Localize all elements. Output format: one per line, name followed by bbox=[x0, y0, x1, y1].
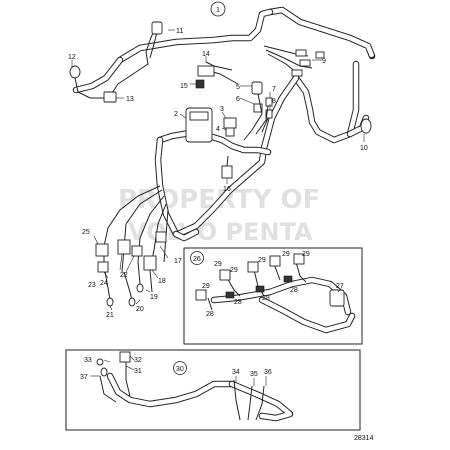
callout-20: 20 bbox=[136, 306, 144, 313]
connector-3 bbox=[223, 117, 237, 129]
connector-9d bbox=[315, 51, 325, 59]
callout-27: 27 bbox=[336, 283, 344, 290]
sensor-29-c bbox=[269, 255, 281, 267]
callout-6: 6 bbox=[236, 96, 240, 103]
connector-9c bbox=[291, 69, 303, 77]
terminal-37 bbox=[100, 367, 108, 377]
connector-11 bbox=[151, 21, 163, 35]
callout-14: 14 bbox=[202, 51, 210, 58]
callout-4: 4 bbox=[216, 126, 220, 133]
callout-8: 8 bbox=[272, 98, 276, 105]
callout-29-a: 29 bbox=[202, 283, 210, 290]
inset-26 bbox=[183, 247, 363, 345]
connector-9a bbox=[295, 49, 307, 57]
callout-37: 37 bbox=[80, 374, 88, 381]
sensor-29-e bbox=[195, 289, 207, 301]
callout-18: 18 bbox=[158, 278, 166, 285]
inset-30-frame bbox=[65, 349, 361, 431]
callout-23: 23 bbox=[88, 282, 96, 289]
connector-9b bbox=[299, 59, 311, 67]
callout-17: 17 bbox=[174, 258, 182, 265]
sensor-7 bbox=[265, 97, 273, 107]
watermark: PROPERTY OF VOLVO PENTA bbox=[118, 185, 320, 246]
callout-29-b: 29 bbox=[214, 261, 222, 268]
callout-29-e: 29 bbox=[282, 251, 290, 258]
callout-29-d: 29 bbox=[258, 257, 266, 264]
connector-28-b bbox=[255, 285, 265, 293]
callout-28-b: 28 bbox=[234, 299, 242, 306]
leader-lines bbox=[71, 29, 365, 386]
callout-9: 9 bbox=[322, 58, 326, 65]
left-lower-cluster bbox=[95, 185, 169, 307]
sensor-8 bbox=[265, 109, 273, 119]
sensor-5 bbox=[251, 81, 263, 95]
callout-10: 10 bbox=[360, 145, 368, 152]
callout-26: 26 bbox=[193, 256, 201, 263]
callout-13: 13 bbox=[126, 96, 134, 103]
connector-32 bbox=[119, 351, 131, 363]
callout-16: 16 bbox=[223, 186, 231, 193]
callout-circle-1 bbox=[210, 1, 226, 17]
connector-10 bbox=[360, 118, 372, 134]
callout-7: 7 bbox=[272, 86, 276, 93]
callout-circle-30 bbox=[173, 361, 187, 375]
connector-28-c bbox=[283, 275, 293, 283]
callout-21: 21 bbox=[106, 312, 114, 319]
terminal-21 bbox=[106, 297, 114, 307]
callout-22: 22 bbox=[120, 272, 128, 279]
control-unit-2-detail bbox=[189, 111, 209, 121]
inset-26-frame bbox=[183, 247, 363, 345]
connector-16 bbox=[221, 165, 233, 179]
callout-31: 31 bbox=[134, 368, 142, 375]
connector-13 bbox=[103, 91, 117, 103]
main-harness bbox=[72, 6, 376, 242]
upper-connectors bbox=[69, 21, 372, 179]
callout-15: 15 bbox=[180, 83, 188, 90]
callout-24: 24 bbox=[100, 280, 108, 287]
callout-12: 12 bbox=[68, 54, 76, 61]
callout-circle-26 bbox=[190, 251, 204, 265]
connector-4 bbox=[225, 127, 235, 137]
terminal-33 bbox=[96, 358, 104, 366]
callout-35: 35 bbox=[250, 371, 258, 378]
callout-3: 3 bbox=[220, 106, 224, 113]
callout-2: 2 bbox=[174, 111, 178, 118]
figure-id: 28314 bbox=[354, 435, 374, 442]
callout-28-c: 28 bbox=[262, 295, 270, 302]
connector-28-a bbox=[225, 291, 235, 299]
sensor-29-d bbox=[293, 253, 305, 265]
callout-32: 32 bbox=[134, 357, 142, 364]
connector-27 bbox=[329, 289, 345, 307]
sensor-25 bbox=[95, 243, 109, 257]
sensor-29-b bbox=[247, 261, 259, 273]
callout-28-d: 28 bbox=[290, 287, 298, 294]
inset-30 bbox=[65, 349, 361, 431]
callout-1: 1 bbox=[216, 7, 220, 14]
callout-28-a: 28 bbox=[206, 311, 214, 318]
sensor-29-a bbox=[219, 269, 231, 281]
callout-25: 25 bbox=[82, 229, 90, 236]
sensor-17 bbox=[155, 231, 167, 243]
connector-15 bbox=[195, 79, 205, 89]
connector-23 bbox=[97, 261, 109, 273]
callout-36: 36 bbox=[264, 369, 272, 376]
callout-34: 34 bbox=[232, 369, 240, 376]
callout-29-f: 29 bbox=[302, 251, 310, 258]
terminal-20 bbox=[128, 297, 136, 307]
callout-5: 5 bbox=[236, 84, 240, 91]
relay-14 bbox=[197, 65, 215, 77]
callout-33: 33 bbox=[84, 357, 92, 364]
sensor-22 bbox=[131, 245, 143, 257]
sensor-6 bbox=[253, 103, 263, 113]
callout-19: 19 bbox=[150, 294, 158, 301]
callout-30: 30 bbox=[176, 366, 184, 373]
connector-12 bbox=[69, 65, 81, 79]
sensor-24 bbox=[117, 239, 131, 255]
callout-29-c: 29 bbox=[230, 267, 238, 274]
sensor-18 bbox=[143, 255, 157, 271]
callout-labels: 1 11 12 13 14 15 9 5 6 7 8 2 3 4 10 16 1… bbox=[68, 1, 374, 442]
callout-11: 11 bbox=[176, 28, 183, 35]
terminal-19 bbox=[136, 283, 144, 293]
